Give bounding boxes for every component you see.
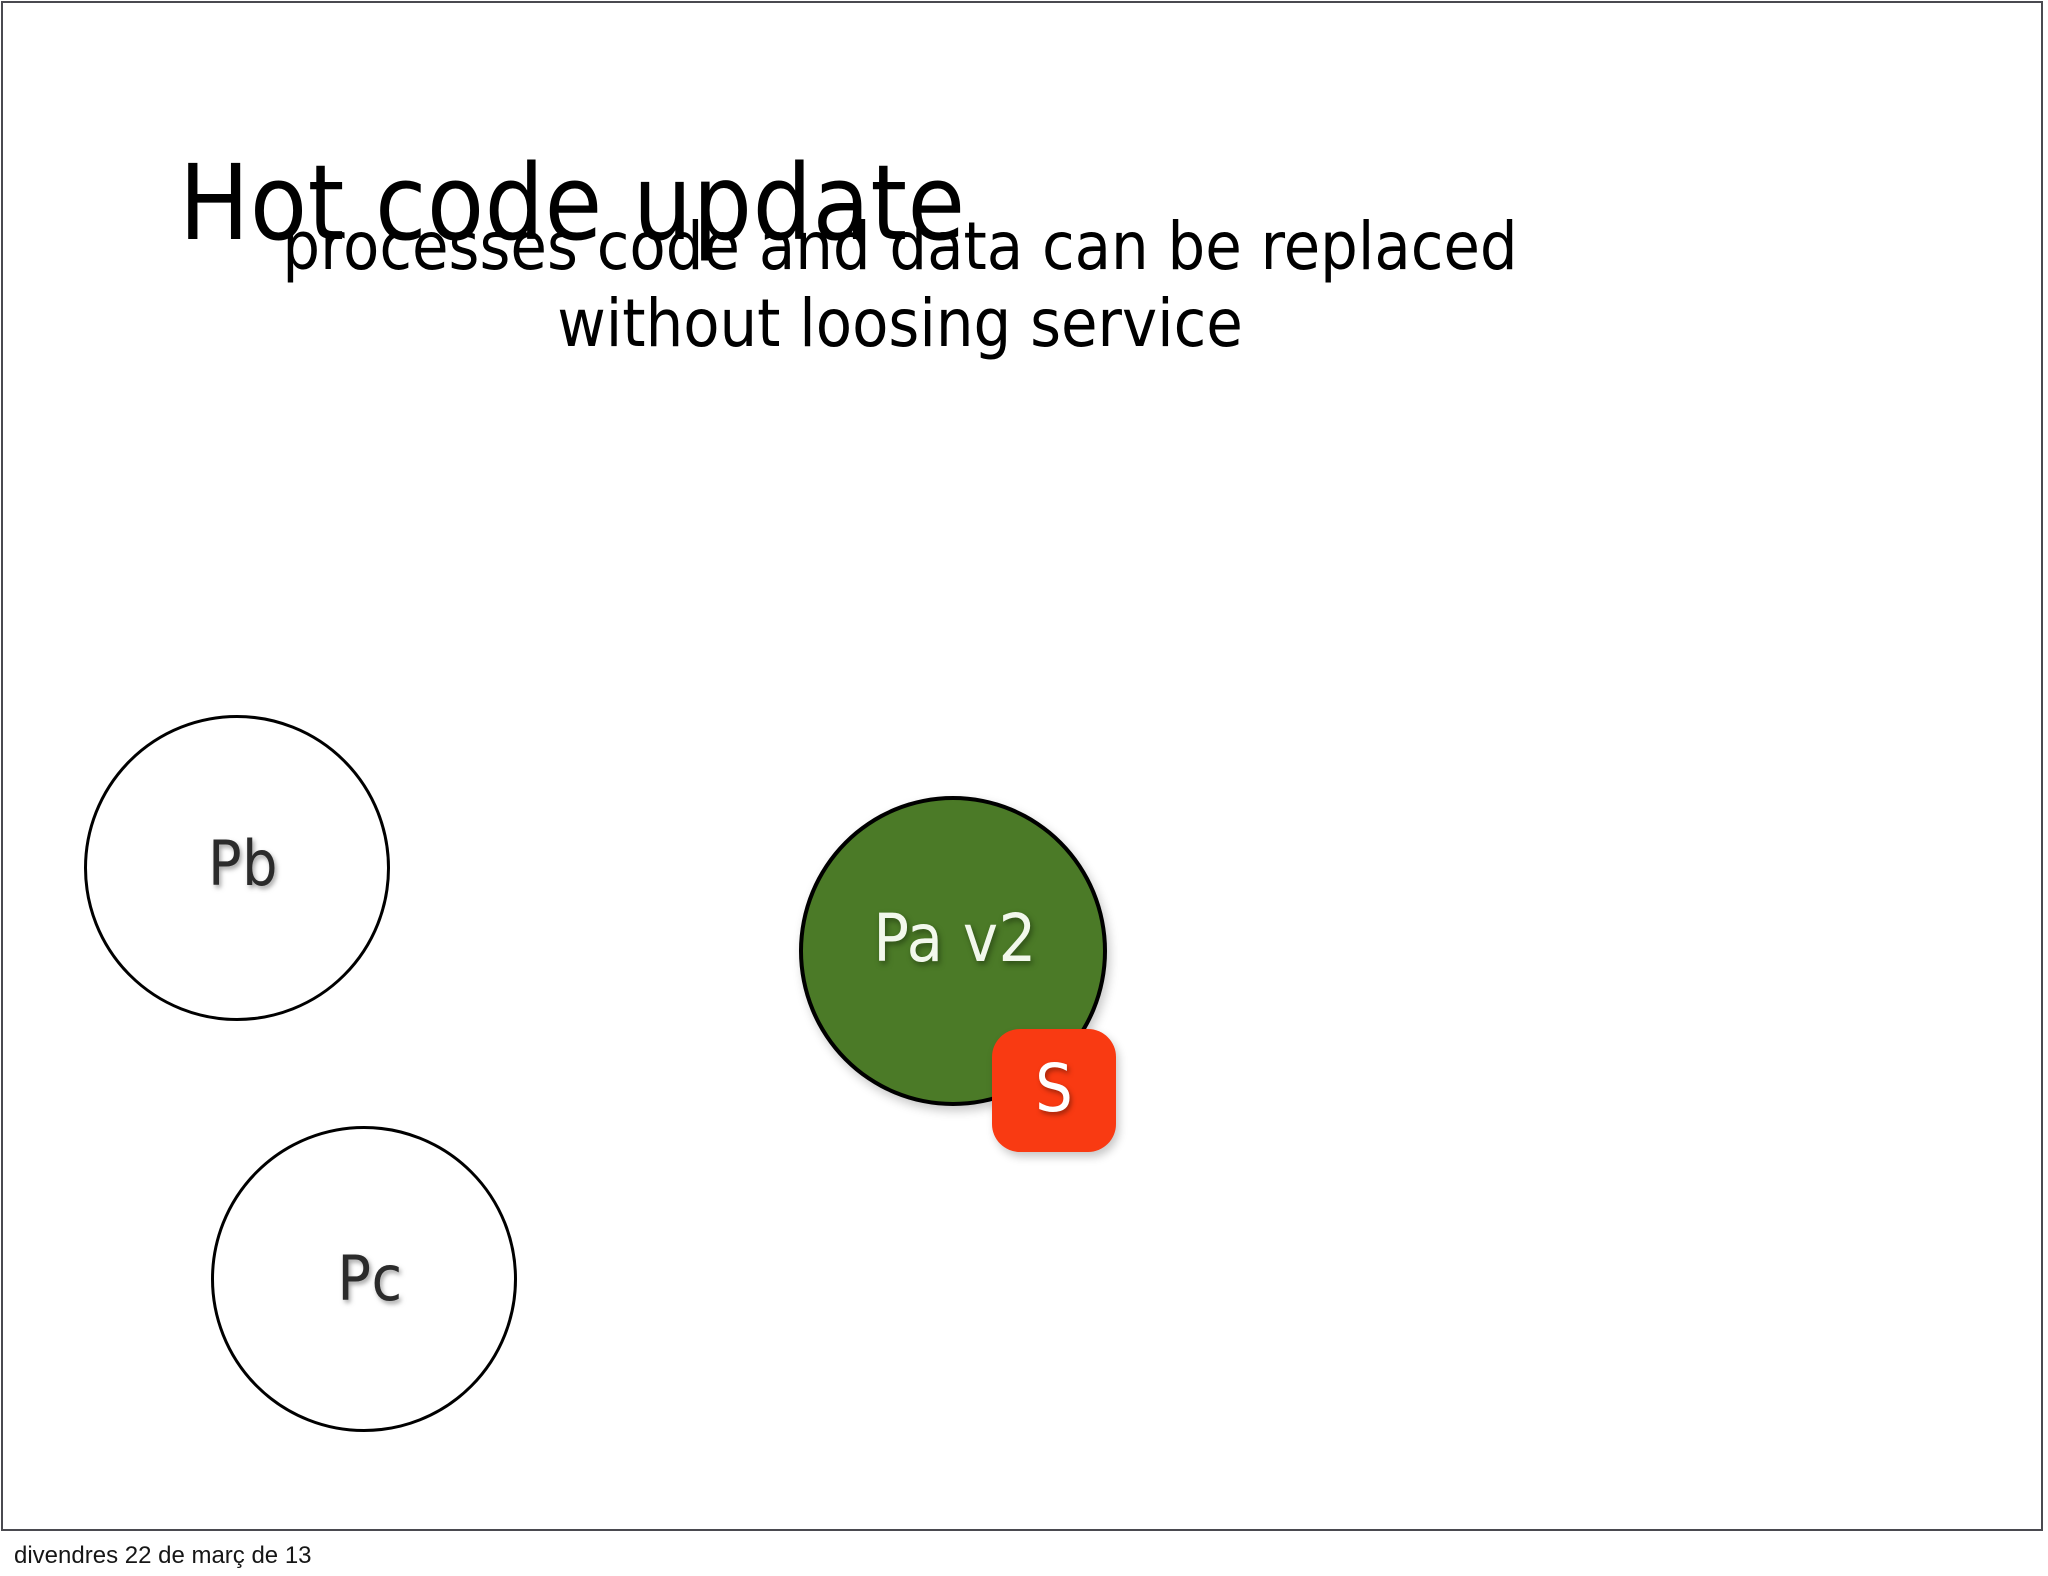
slide-frame: Hot code update processes code and data …	[1, 1, 2043, 1531]
page-title: Hot code update	[179, 141, 966, 264]
slide-subtitle-line-1: processes code and data can be replaced	[282, 208, 1518, 285]
slide-subtitle: processes code and data can be replaced …	[175, 208, 1625, 362]
process-node-pa-v2-label: Pa v2	[873, 900, 1037, 977]
process-node-pc-label: Pc	[337, 1242, 403, 1315]
process-node-pb-label: Pb	[207, 827, 279, 900]
slide-subtitle-line-2: without loosing service	[557, 284, 1243, 362]
service-badge-s-label: S	[1035, 1049, 1073, 1127]
footer-date: divendres 22 de març de 13	[14, 1542, 312, 1569]
process-node-pb: Pb	[84, 715, 390, 1021]
service-badge-s: S	[992, 1029, 1116, 1152]
process-node-pc: Pc	[211, 1126, 517, 1432]
